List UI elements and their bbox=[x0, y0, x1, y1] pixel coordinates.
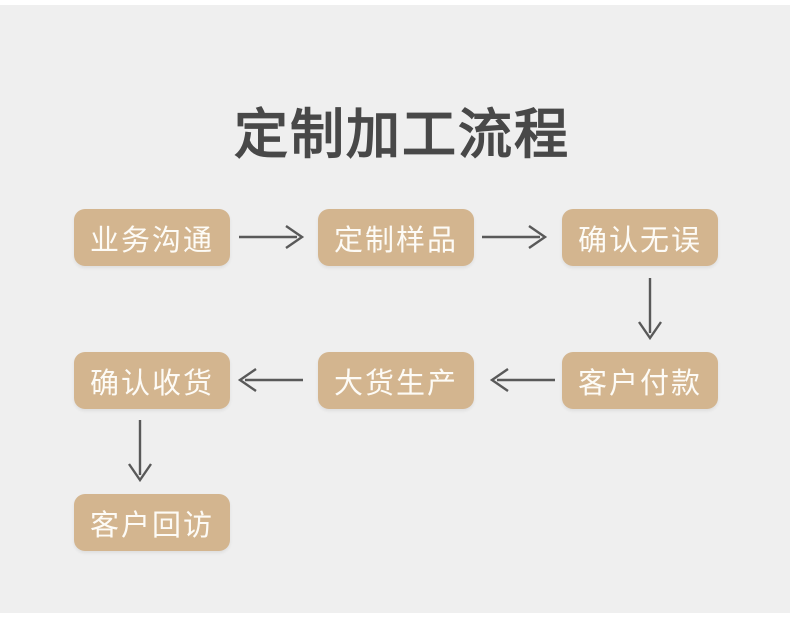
node-confirm-correct: 确认无误 bbox=[562, 209, 718, 266]
arrow-right-icon bbox=[238, 223, 306, 251]
arrow-right-icon bbox=[481, 223, 549, 251]
arrow-down-icon bbox=[636, 277, 664, 341]
node-custom-sample: 定制样品 bbox=[318, 209, 474, 266]
node-business-communication: 业务沟通 bbox=[74, 209, 230, 266]
arrow-left-icon bbox=[236, 366, 304, 394]
arrow-left-icon bbox=[488, 366, 556, 394]
node-customer-followup: 客户回访 bbox=[74, 494, 230, 551]
node-confirm-receipt: 确认收货 bbox=[74, 352, 230, 409]
node-customer-payment: 客户付款 bbox=[562, 352, 718, 409]
page-title: 定制加工流程 bbox=[234, 105, 570, 165]
node-bulk-production: 大货生产 bbox=[318, 352, 474, 409]
arrow-down-icon bbox=[126, 419, 154, 483]
